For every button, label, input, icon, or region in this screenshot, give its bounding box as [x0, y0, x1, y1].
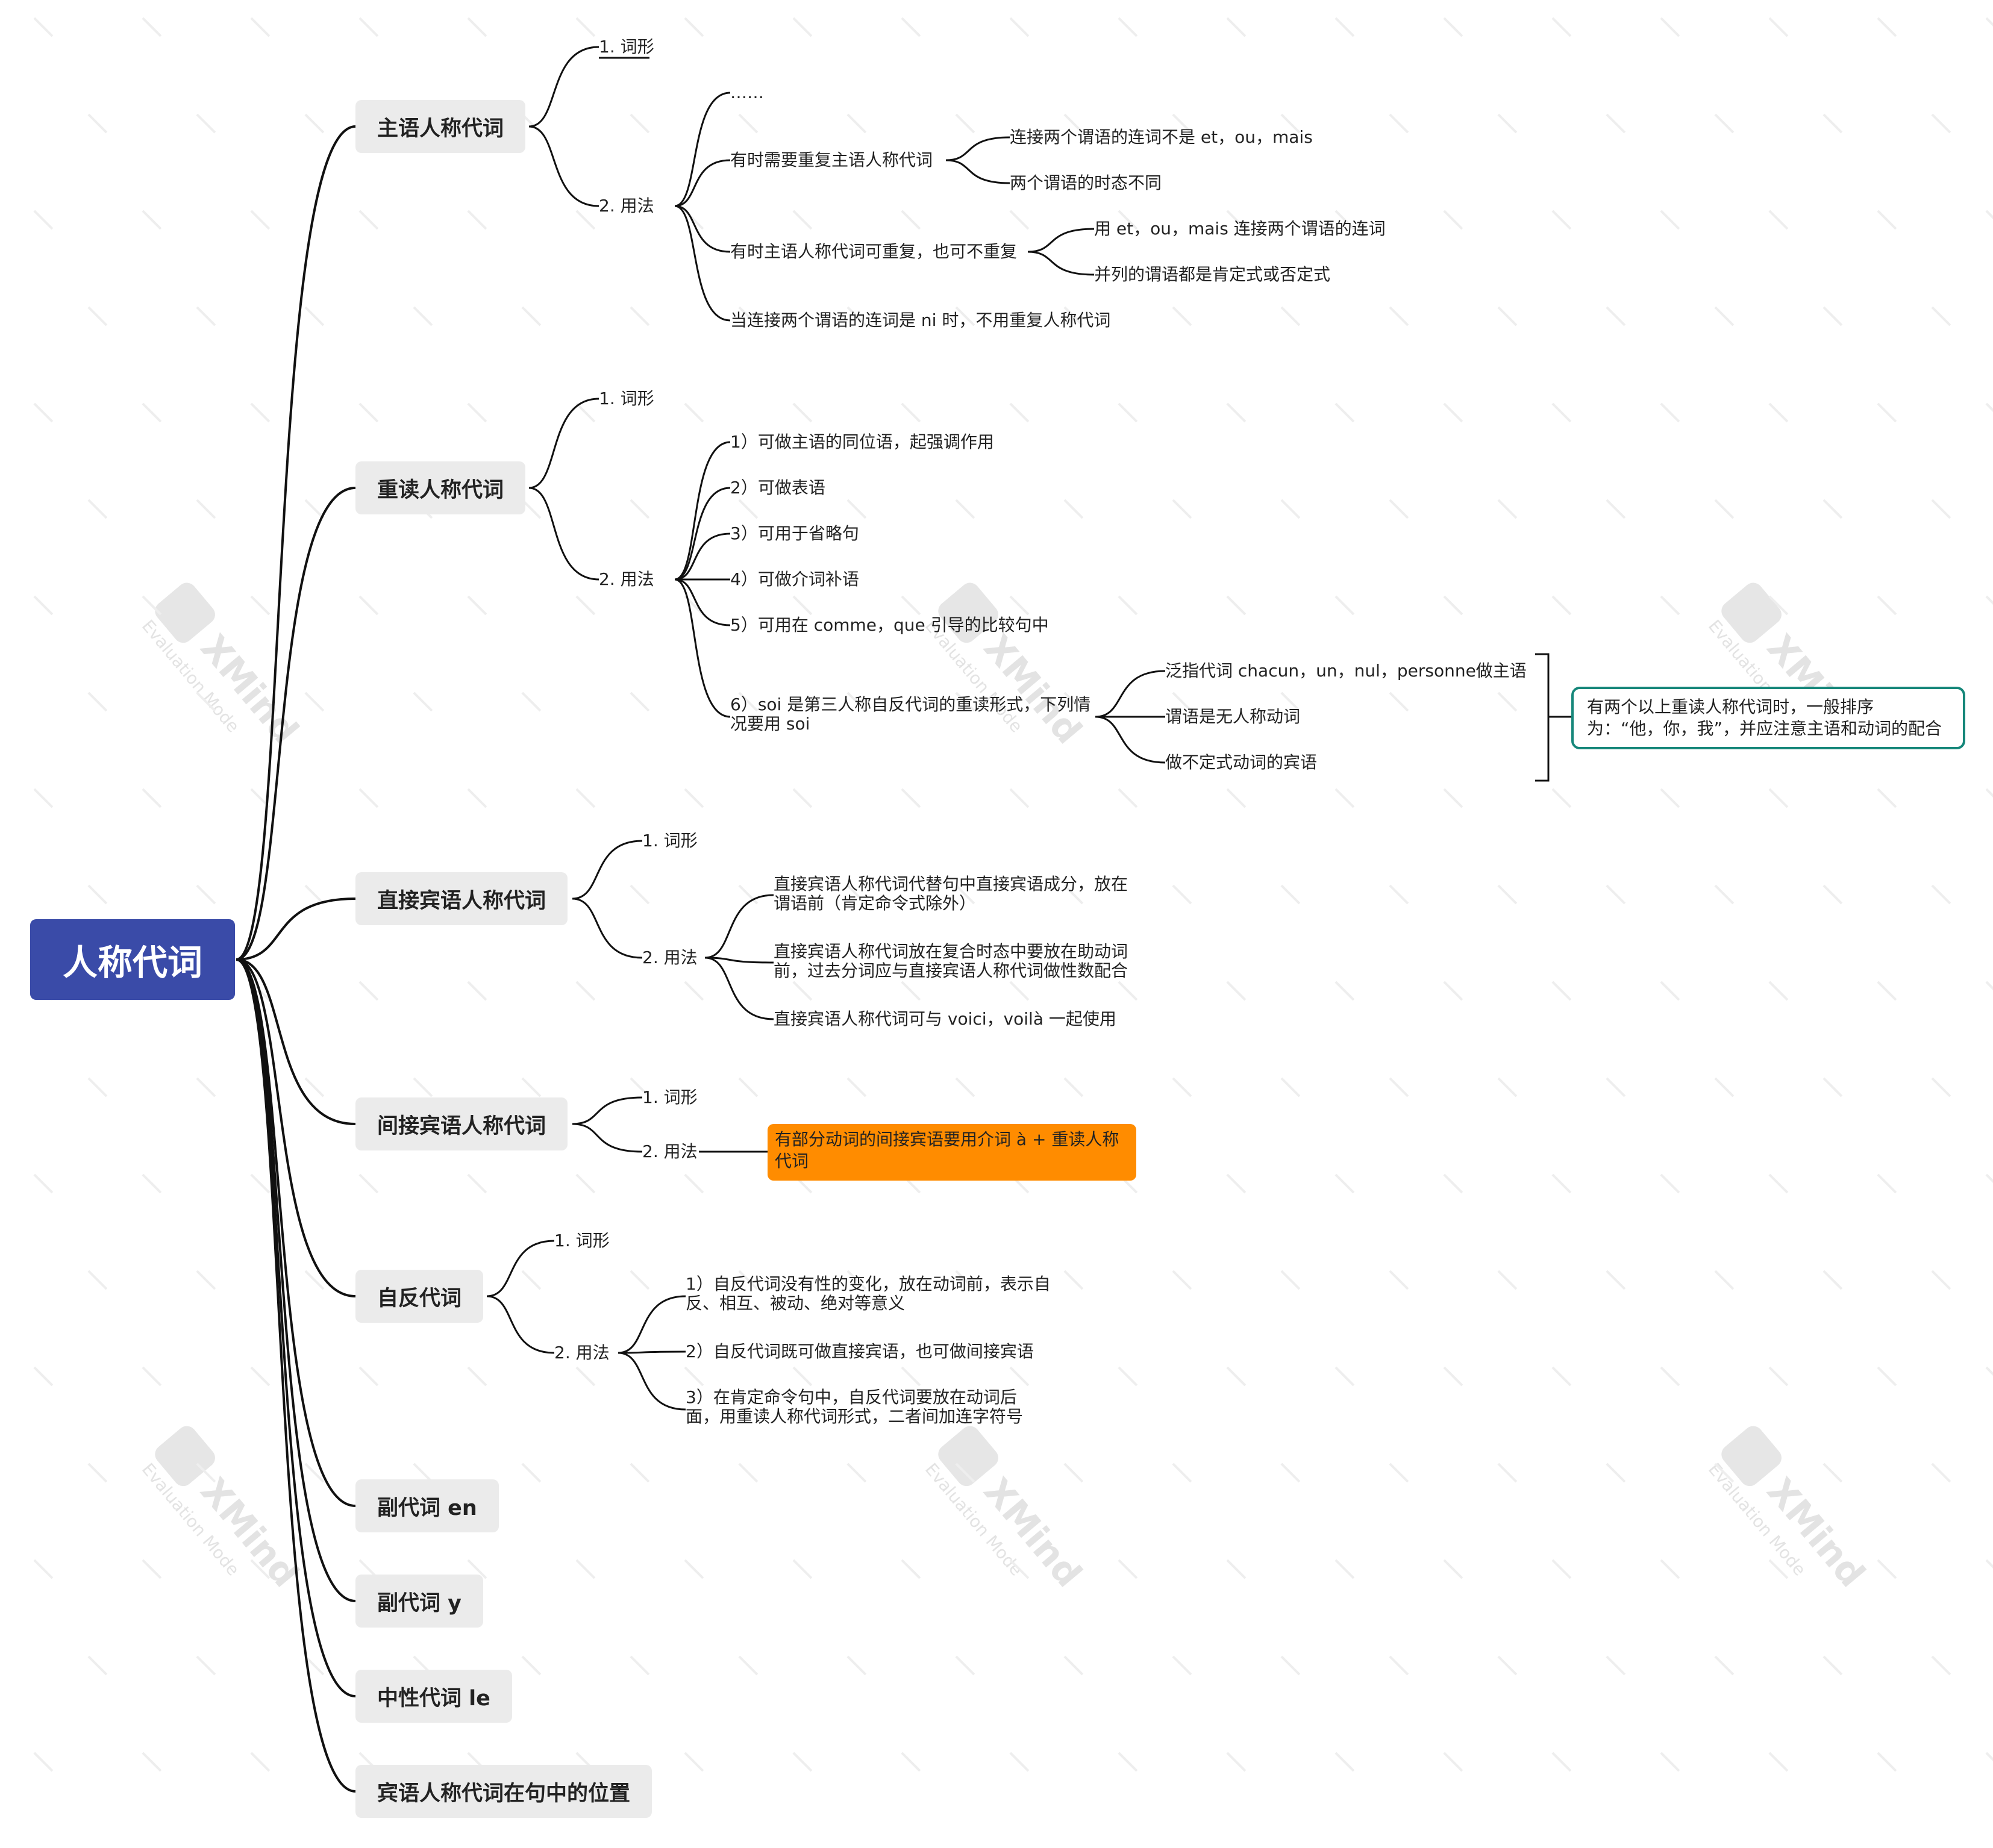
reflexive-usage-2[interactable]: 2）自反代词既可做直接宾语，也可做间接宾语: [686, 1341, 1034, 1361]
link-str-u6a: [1095, 670, 1166, 718]
indirect-form-label[interactable]: 1. 词形: [642, 1087, 698, 1107]
topic-object-pronoun-position[interactable]: 宾语人称代词在句中的位置: [355, 1765, 652, 1818]
subject-optional-reason-1[interactable]: 用 et，ou，mais 连接两个谓语的连词: [1094, 219, 1386, 239]
topic-direct-object-pronouns[interactable]: 直接宾语人称代词: [355, 872, 568, 925]
stressed-soi-case-1[interactable]: 泛指代词 chacun，un，nul，personne做主语: [1165, 661, 1527, 681]
link-central-3: [236, 958, 356, 1125]
link-ref-u0: [618, 1295, 686, 1354]
direct-usage-3[interactable]: 直接宾语人称代词可与 voici，voilà 一起使用: [774, 1009, 1116, 1029]
link-dir-form: [572, 840, 643, 900]
stressed-usage-label[interactable]: 2. 用法: [599, 569, 654, 589]
topic-reflexive-pronouns[interactable]: 自反代词: [355, 1270, 484, 1323]
link-central-8: [236, 958, 356, 1793]
topic-adverbial-pronoun-en[interactable]: 副代词 en: [355, 1479, 499, 1532]
topic-adverbial-pronoun-y[interactable]: 副代词 y: [355, 1575, 484, 1628]
link-subj-u3: [674, 205, 731, 322]
direct-usage-label[interactable]: 2. 用法: [642, 947, 698, 967]
topic-neuter-pronoun-le[interactable]: 中性代词 le: [355, 1670, 512, 1723]
link-dir-u0: [704, 894, 774, 959]
link-str-form: [528, 398, 599, 489]
stressed-form-label[interactable]: 1. 词形: [599, 389, 654, 408]
link-central-1: [236, 487, 356, 961]
link-subj-u3a: [1027, 228, 1095, 253]
stressed-soi-case-3[interactable]: 做不定式动词的宾语: [1165, 752, 1318, 772]
subject-repeat-reason-2[interactable]: 两个谓语的时态不同: [1010, 173, 1162, 193]
direct-form-label[interactable]: 1. 词形: [642, 831, 698, 851]
link-central-2: [236, 897, 356, 961]
link-str-usage: [528, 487, 599, 581]
topic-subject-pronouns[interactable]: 主语人称代词: [355, 100, 526, 153]
subject-repeat-reason-1[interactable]: 连接两个谓语的连词不是 et，ou，mais: [1010, 127, 1313, 147]
central-topic[interactable]: 人称代词: [30, 919, 235, 1000]
stressed-usage-2[interactable]: 2）可做表语: [730, 478, 825, 498]
subject-usage-optional[interactable]: 有时主语人称代词可重复，也可不重复: [730, 242, 1018, 261]
link-subj-usage: [528, 125, 599, 207]
link-str-u2: [674, 532, 731, 581]
topic-stressed-pronouns[interactable]: 重读人称代词: [355, 461, 526, 514]
link-str-u4: [674, 578, 731, 626]
topic-indirect-object-pronouns[interactable]: 间接宾语人称代词: [355, 1097, 568, 1150]
stressed-usage-4[interactable]: 4）可做介词补语: [730, 569, 859, 589]
link-dir-u1: [704, 957, 774, 964]
link-str-u0: [674, 441, 731, 581]
subject-optional-reason-2[interactable]: 并列的谓语都是肯定式或否定式: [1094, 264, 1331, 284]
link-subj-u2a: [945, 136, 1010, 161]
direct-usage-1[interactable]: 直接宾语人称代词代替句中直接宾语成分，放在谓语前（肯定命令式除外）: [774, 874, 1128, 913]
link-subj-u2: [674, 205, 731, 253]
link-str-u6c: [1095, 716, 1166, 764]
link-central-5: [236, 958, 356, 1507]
reflexive-form-label[interactable]: 1. 词形: [554, 1231, 610, 1250]
link-str-u1: [674, 487, 731, 581]
stressed-usage-3[interactable]: 3）可用于省略句: [730, 523, 859, 543]
link-central-7: [236, 958, 356, 1697]
indirect-usage-highlight[interactable]: 有部分动词的间接宾语要用介词 à + 重读人称代词: [768, 1124, 1136, 1181]
reflexive-usage-label[interactable]: 2. 用法: [554, 1343, 610, 1363]
subject-usage-ni[interactable]: 当连接两个谓语的连词是 ni 时，不用重复人称代词: [730, 310, 1111, 330]
link-central-0: [236, 125, 356, 961]
stressed-usage-1[interactable]: 1）可做主语的同位语，起强调作用: [730, 432, 994, 452]
link-subj-form: [528, 46, 599, 128]
link-ind-form: [572, 1096, 643, 1125]
subject-form-label[interactable]: 1. 词形: [599, 37, 654, 57]
link-ref-u1: [618, 1350, 686, 1354]
link-subj-u0: [674, 92, 731, 207]
indirect-usage-label[interactable]: 2. 用法: [642, 1141, 698, 1161]
reflexive-usage-1[interactable]: 1）自反代词没有性的变化，放在动词前，表示自反、相互、被动、绝对等意义: [686, 1274, 1051, 1313]
link-ref-form: [486, 1240, 555, 1297]
subject-usage-ellipsis[interactable]: ……: [730, 83, 764, 102]
link-subj-u3b: [1027, 251, 1095, 276]
stressed-summary-note[interactable]: 有两个以上重读人称代词时，一般排序为：“他，你，我”，并应注意主语和动词的配合: [1571, 687, 1965, 749]
subject-usage-repeat[interactable]: 有时需要重复主语人称代词: [730, 150, 933, 170]
link-subj-u2b: [945, 159, 1010, 184]
reflexive-usage-3[interactable]: 3）在肯定命令句中，自反代词要放在动词后面，用重读人称代词形式，二者间加连字符号: [686, 1387, 1024, 1426]
link-str-u5: [674, 578, 731, 718]
summary-bracket: [1535, 653, 1550, 782]
stressed-usage-6[interactable]: 6）soi 是第三人称自反代词的重读形式，下列情况要用 soi: [730, 695, 1091, 734]
link-ind-usage: [572, 1123, 643, 1153]
link-subj-u1: [674, 159, 731, 207]
link-dir-usage: [572, 897, 643, 959]
link-ref-usage: [486, 1295, 555, 1354]
direct-usage-2[interactable]: 直接宾语人称代词放在复合时态中要放在助动词前，过去分词应与直接宾语人称代词做性数…: [774, 941, 1128, 981]
stressed-soi-case-2[interactable]: 谓语是无人称动词: [1165, 707, 1301, 726]
subject-usage-label[interactable]: 2. 用法: [599, 196, 654, 216]
stressed-usage-5[interactable]: 5）可用在 comme，que 引导的比较句中: [730, 615, 1049, 635]
link-central-4: [236, 958, 356, 1297]
link-ref-u2: [618, 1352, 686, 1411]
link-dir-u2: [704, 957, 774, 1020]
